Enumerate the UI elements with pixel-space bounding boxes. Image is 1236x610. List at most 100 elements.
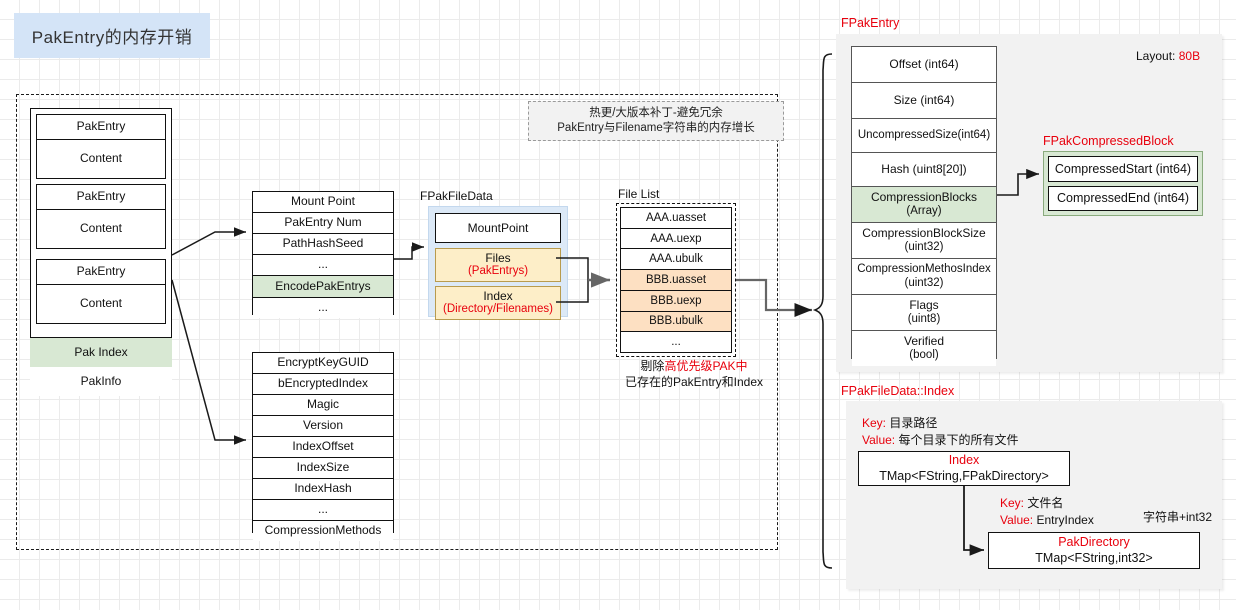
fpakentry-row-compressionblocks: CompressionBlocks (Array) <box>852 187 996 223</box>
layout-value-text: 80B <box>1178 49 1201 63</box>
index-key-value-note-1: Key: 目录路径 Value: 每个目录下的所有文件 <box>862 415 1019 449</box>
fpakentry-row-compressionmethosindex: CompressionMethosIndex (uint32) <box>852 259 996 295</box>
pak-entry-content-1: Content <box>37 140 165 178</box>
fpakfiledata-index-label: FPakFileData::Index <box>841 384 955 398</box>
fpakentry-row-flags-sub: (uint8) <box>907 312 941 325</box>
pak-entry-content-3: Content <box>37 285 165 323</box>
pakinfo-row-compressionmethods: CompressionMethods <box>253 521 393 541</box>
index-map-sub: TMap<FString,FPakDirectory> <box>879 468 1049 483</box>
index-row-mount-point: Mount Point <box>253 192 393 213</box>
file-list-item: BBB.uasset <box>621 270 731 291</box>
fpakentry-struct-stack: Offset (int64) Size (int64) Uncompressed… <box>851 46 997 366</box>
pakinfo-row-bencryptedindex: bEncryptedIndex <box>253 374 393 395</box>
page-title: PakEntry的内存开销 <box>14 13 210 58</box>
index-row-ellipsis-1: ... <box>253 255 393 276</box>
pakinfo-row-version: Version <box>253 416 393 437</box>
fpakfiledata-mountpoint: MountPoint <box>435 213 561 243</box>
file-list-container: AAA.uasset AAA.uexp AAA.ubulk BBB.uasset… <box>616 203 736 357</box>
index-row-ellipsis-2: ... <box>253 298 393 318</box>
file-list-item: AAA.uexp <box>621 228 731 250</box>
left-group-container <box>16 94 778 550</box>
pak-index-cell: Pak Index <box>30 337 172 369</box>
fpakfiledata-index-main: Index <box>483 288 513 303</box>
fpakentry-row-compressionblocksize: CompressionBlockSize (uint32) <box>852 223 996 259</box>
pak-file-column: PakEntry Content PakEntry Content PakEnt… <box>30 108 172 396</box>
pakdirectory-map-sub: TMap<FString,int32> <box>1035 550 1153 565</box>
fpakfiledata-label: FPakFileData <box>420 189 493 203</box>
index-map-title: Index <box>948 452 980 467</box>
index-key-value-1: 目录路径 <box>889 416 938 430</box>
file-list-item: BBB.ubulk <box>621 311 731 333</box>
fpakentry-row-hash-main: Hash (uint8[20]) <box>881 161 967 176</box>
fpakentry-row-compressionblocksize-sub: (uint32) <box>904 240 944 253</box>
fpakcompressedblock-label: FPakCompressedBlock <box>1043 134 1174 148</box>
index-key-line-2: Key: 文件名 <box>1000 495 1094 512</box>
compressedend-box: CompressedEnd (int64) <box>1048 185 1198 211</box>
hotfix-note: 热更/大版本补丁-避免冗余 PakEntry与Filename字符串的内存增长 <box>528 101 784 141</box>
fpakentry-row-compressionmethosindex-sub: (uint32) <box>904 276 944 289</box>
hotfix-note-line1: 热更/大版本补丁-避免冗余 <box>589 107 723 119</box>
fpakentry-row-uncompressedsize-main: UncompressedSize(int64) <box>857 128 991 141</box>
pakinfo-row-indexsize: IndexSize <box>253 458 393 479</box>
fpakfiledata-index-sub: (Directory/Filenames) <box>443 303 553 316</box>
file-list-caption-red: 高优先级PAK中 <box>664 359 748 373</box>
fpakentry-row-size: Size (int64) <box>852 83 996 119</box>
fpakentry-row-verified-main: Verified <box>903 333 945 348</box>
index-key-label-2: Key: <box>1000 496 1025 510</box>
compressedstart-box: CompressedStart (int64) <box>1048 156 1198 182</box>
index-key-value-note-2: Key: 文件名 Value: EntryIndex <box>1000 495 1094 529</box>
pakinfo-row-indexhash: IndexHash <box>253 479 393 500</box>
file-list-item: BBB.uexp <box>621 290 731 312</box>
pakinfo-row-encryptkeyguid: EncryptKeyGUID <box>253 353 393 374</box>
index-value-value-1: 每个目录下的所有文件 <box>898 433 1019 447</box>
index-side-note: 字符串+int32 <box>1143 510 1213 524</box>
index-value-value-2: EntryIndex <box>1036 513 1094 527</box>
fpakentry-row-compressionblocks-main: CompressionBlocks <box>870 189 978 204</box>
file-list-caption: 剔除高优先级PAK中 已存在的PakEntry和Index <box>614 358 774 390</box>
pak-entry-block-3: PakEntry Content <box>36 259 166 324</box>
fpakentry-row-verified-sub: (bool) <box>909 348 939 361</box>
pak-index-struct-stack: Mount Point PakEntry Num PathHashSeed ..… <box>252 191 394 318</box>
index-key-value-2: 文件名 <box>1027 496 1064 510</box>
pak-entry-header-1: PakEntry <box>37 115 165 140</box>
index-map-box: Index TMap<FString,FPakDirectory> <box>858 451 1070 486</box>
file-list-caption-line2: 已存在的PakEntry和Index <box>624 375 764 389</box>
file-list-label: File List <box>618 187 660 201</box>
fpakentry-row-offset: Offset (int64) <box>852 47 996 83</box>
fpakfiledata-files-main: Files <box>485 250 511 265</box>
index-value-label-2: Value: <box>1000 513 1034 527</box>
fpakentry-row-verified: Verified (bool) <box>852 331 996 366</box>
file-list-caption-prefix: 剔除 <box>640 359 665 373</box>
fpakcompressedblock-panel: CompressedStart (int64) CompressedEnd (i… <box>1043 151 1203 216</box>
file-list: AAA.uasset AAA.uexp AAA.ubulk BBB.uasset… <box>620 207 732 353</box>
pak-info-cell: PakInfo <box>30 367 172 396</box>
fpakentry-row-flags: Flags (uint8) <box>852 295 996 331</box>
brace-right-panels <box>812 53 833 569</box>
index-key-line-1: Key: 目录路径 <box>862 415 1019 432</box>
fpakentry-row-compressionblocksize-main: CompressionBlockSize <box>862 225 986 240</box>
pak-entry-block-2: PakEntry Content <box>36 184 166 249</box>
fpakentry-label: FPakEntry <box>841 16 900 30</box>
fpakfiledata-index: Index (Directory/Filenames) <box>435 286 561 320</box>
fpakentry-row-flags-main: Flags <box>909 297 939 312</box>
index-value-line-2: Value: EntryIndex <box>1000 512 1094 529</box>
layout-size-label: Layout: 80B <box>1136 49 1200 63</box>
fpakentry-row-compressionblocks-sub: (Array) <box>906 204 942 217</box>
file-list-item: AAA.ubulk <box>621 249 731 271</box>
file-list-caption-line1: 剔除高优先级PAK中 <box>614 358 774 374</box>
index-value-line-1: Value: 每个目录下的所有文件 <box>862 432 1019 449</box>
fpakentry-row-uncompressedsize: UncompressedSize(int64) <box>852 119 996 153</box>
pakinfo-row-ellipsis: ... <box>253 500 393 521</box>
layout-label-text: Layout: <box>1136 49 1176 63</box>
file-list-item: AAA.uasset <box>621 208 731 229</box>
pakinfo-row-indexoffset: IndexOffset <box>253 437 393 458</box>
fpakfiledata-files-sub: (PakEntrys) <box>467 265 529 278</box>
pak-entry-content-2: Content <box>37 210 165 248</box>
hotfix-note-line2: PakEntry与Filename字符串的内存增长 <box>557 122 755 134</box>
pakinfo-row-magic: Magic <box>253 395 393 416</box>
index-key-label-1: Key: <box>862 416 887 430</box>
fpakentry-row-offset-main: Offset (int64) <box>889 56 959 71</box>
pak-entry-header-3: PakEntry <box>37 260 165 285</box>
index-row-pakentry-num: PakEntry Num <box>253 213 393 234</box>
